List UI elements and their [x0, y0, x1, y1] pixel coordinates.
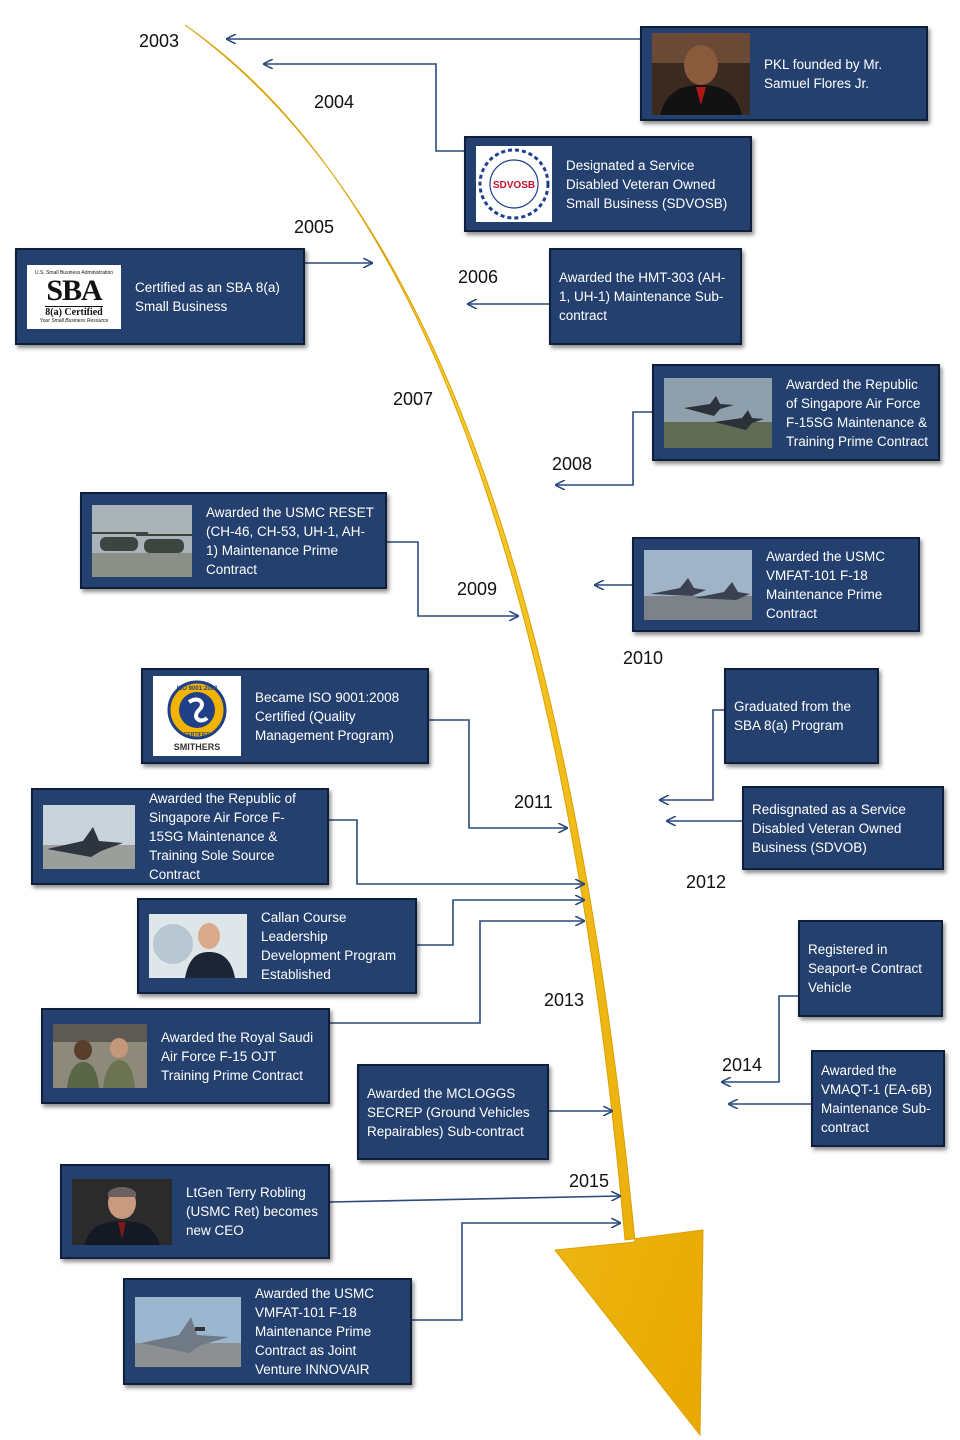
event-card: Awarded the Republic of Singapore Air Fo… [652, 364, 940, 461]
event-text: Awarded the Republic of Singapore Air Fo… [786, 376, 929, 449]
jets-photo [644, 549, 752, 620]
connector-line [264, 64, 464, 152]
year-label: 2007 [393, 389, 434, 409]
year-label: 2013 [544, 990, 585, 1010]
portrait-photo [72, 1178, 172, 1245]
portrait-photo [652, 32, 750, 115]
connector-line [660, 709, 724, 800]
event-text: Awarded the HMT-303 (AH-1, UH-1) Mainten… [559, 270, 726, 323]
sba-logo: U.S. Small Business Administration SBA 8… [27, 264, 121, 329]
timeline-arrow [184, 24, 704, 1437]
year-label: 2011 [514, 792, 553, 812]
jet-photo [135, 1296, 241, 1367]
iso-logo-title: ISO 9001:2008 [177, 686, 218, 692]
connector-line [429, 719, 567, 828]
year-label: 2015 [569, 1171, 610, 1191]
event-card: Awarded the MCLOGGS SECREP (Ground Vehic… [357, 1064, 549, 1160]
event-text: Awarded the USMC VMFAT-101 F-18 Maintena… [255, 1286, 375, 1377]
speaker-photo [149, 914, 247, 978]
event-text: Awarded the Royal Saudi Air Force F-15 O… [161, 1029, 314, 1083]
event-card: Registered in Seaport-e Contract Vehicle [798, 920, 943, 1017]
event-text: Callan Course Leadership Development Pro… [261, 910, 397, 982]
sdvosb-logo-text: SDVOSB [493, 180, 535, 191]
event-card: Awarded the USMC VMFAT-101 F-18 Maintena… [123, 1278, 412, 1385]
event-card: LtGen Terry Robling (USMC Ret) becomes n… [60, 1164, 330, 1259]
event-card: Awarded the USMC RESET (CH-46, CH-53, UH… [80, 492, 387, 589]
event-text: Awarded the USMC RESET (CH-46, CH-53, UH… [206, 504, 374, 577]
event-card: Awarded the VMAQT-1 (EA-6B) Maintenance … [811, 1050, 945, 1147]
iso-logo-certified: CERTIFIED [184, 732, 211, 738]
event-text: PKL founded by Mr. Samuel Flores Jr. [764, 56, 883, 91]
event-card: SDVOSB Designated a Service Disabled Vet… [464, 136, 752, 232]
year-label: 2014 [722, 1055, 763, 1075]
sba-logo-main: SBA [46, 273, 102, 307]
helicopters-photo [92, 504, 192, 577]
event-text: Redisgnated as a Service Disabled Vetera… [752, 801, 906, 855]
iso-logo-name: SMITHERS [173, 742, 221, 752]
sba-logo-top: U.S. Small Business Administration [34, 269, 114, 276]
event-text: Awarded the VMAQT-1 (EA-6B) Maintenance … [821, 1062, 933, 1135]
sba-logo-tag: Your Small Business Resource [39, 317, 109, 324]
event-text: Awarded the MCLOGGS SECREP (Ground Vehic… [367, 1085, 530, 1139]
event-card: Awarded the HMT-303 (AH-1, UH-1) Mainten… [549, 248, 742, 345]
connector-line [329, 921, 584, 1024]
event-card: U.S. Small Business Administration SBA 8… [15, 248, 305, 345]
year-label: 2012 [686, 872, 727, 892]
event-card: Awarded the Royal Saudi Air Force F-15 O… [41, 1008, 330, 1104]
event-card: Redisgnated as a Service Disabled Vetera… [742, 786, 944, 870]
connector-line [387, 541, 518, 616]
event-text: Became ISO 9001:2008 Certified (Quality … [255, 689, 400, 743]
year-label: 2004 [314, 92, 355, 112]
event-text: Graduated from the SBA 8(a) Program [734, 699, 852, 733]
sdvosb-logo: SDVOSB [476, 146, 552, 222]
event-card: Awarded the USMC VMFAT-101 F-18 Maintena… [632, 537, 920, 632]
event-text: LtGen Terry Robling (USMC Ret) becomes n… [186, 1185, 319, 1238]
year-label: 2008 [552, 454, 593, 474]
jets-photo [664, 377, 772, 448]
event-card: Awarded the Republic of Singapore Air Fo… [31, 788, 329, 885]
event-text: Certified as an SBA 8(a) Small Business [135, 279, 280, 314]
mechanics-photo [53, 1024, 147, 1088]
event-card: Graduated from the SBA 8(a) Program [724, 668, 879, 764]
year-label: 2003 [139, 31, 180, 51]
connector-line [329, 819, 584, 884]
connector-line [412, 1223, 620, 1321]
year-label: 2005 [294, 217, 335, 237]
event-text: Awarded the USMC VMFAT-101 F-18 Maintena… [766, 548, 886, 621]
connector-line [556, 411, 652, 485]
event-text: Registered in Seaport-e Contract Vehicle [808, 942, 923, 995]
event-text: Designated a Service Disabled Veteran Ow… [566, 157, 728, 211]
event-text: Awarded the Republic of Singapore Air Fo… [149, 791, 296, 882]
connector-line [417, 900, 584, 946]
year-label: 2006 [458, 267, 499, 287]
sba-logo-sub: 8(a) Certified [45, 305, 103, 318]
event-card: PKL founded by Mr. Samuel Flores Jr. [640, 26, 928, 121]
connector-line [329, 1196, 620, 1203]
event-card: Callan Course Leadership Development Pro… [137, 898, 417, 994]
connector-line [722, 995, 798, 1082]
year-label: 2009 [457, 579, 498, 599]
jet-photo [43, 804, 135, 869]
year-label: 2010 [623, 648, 664, 668]
